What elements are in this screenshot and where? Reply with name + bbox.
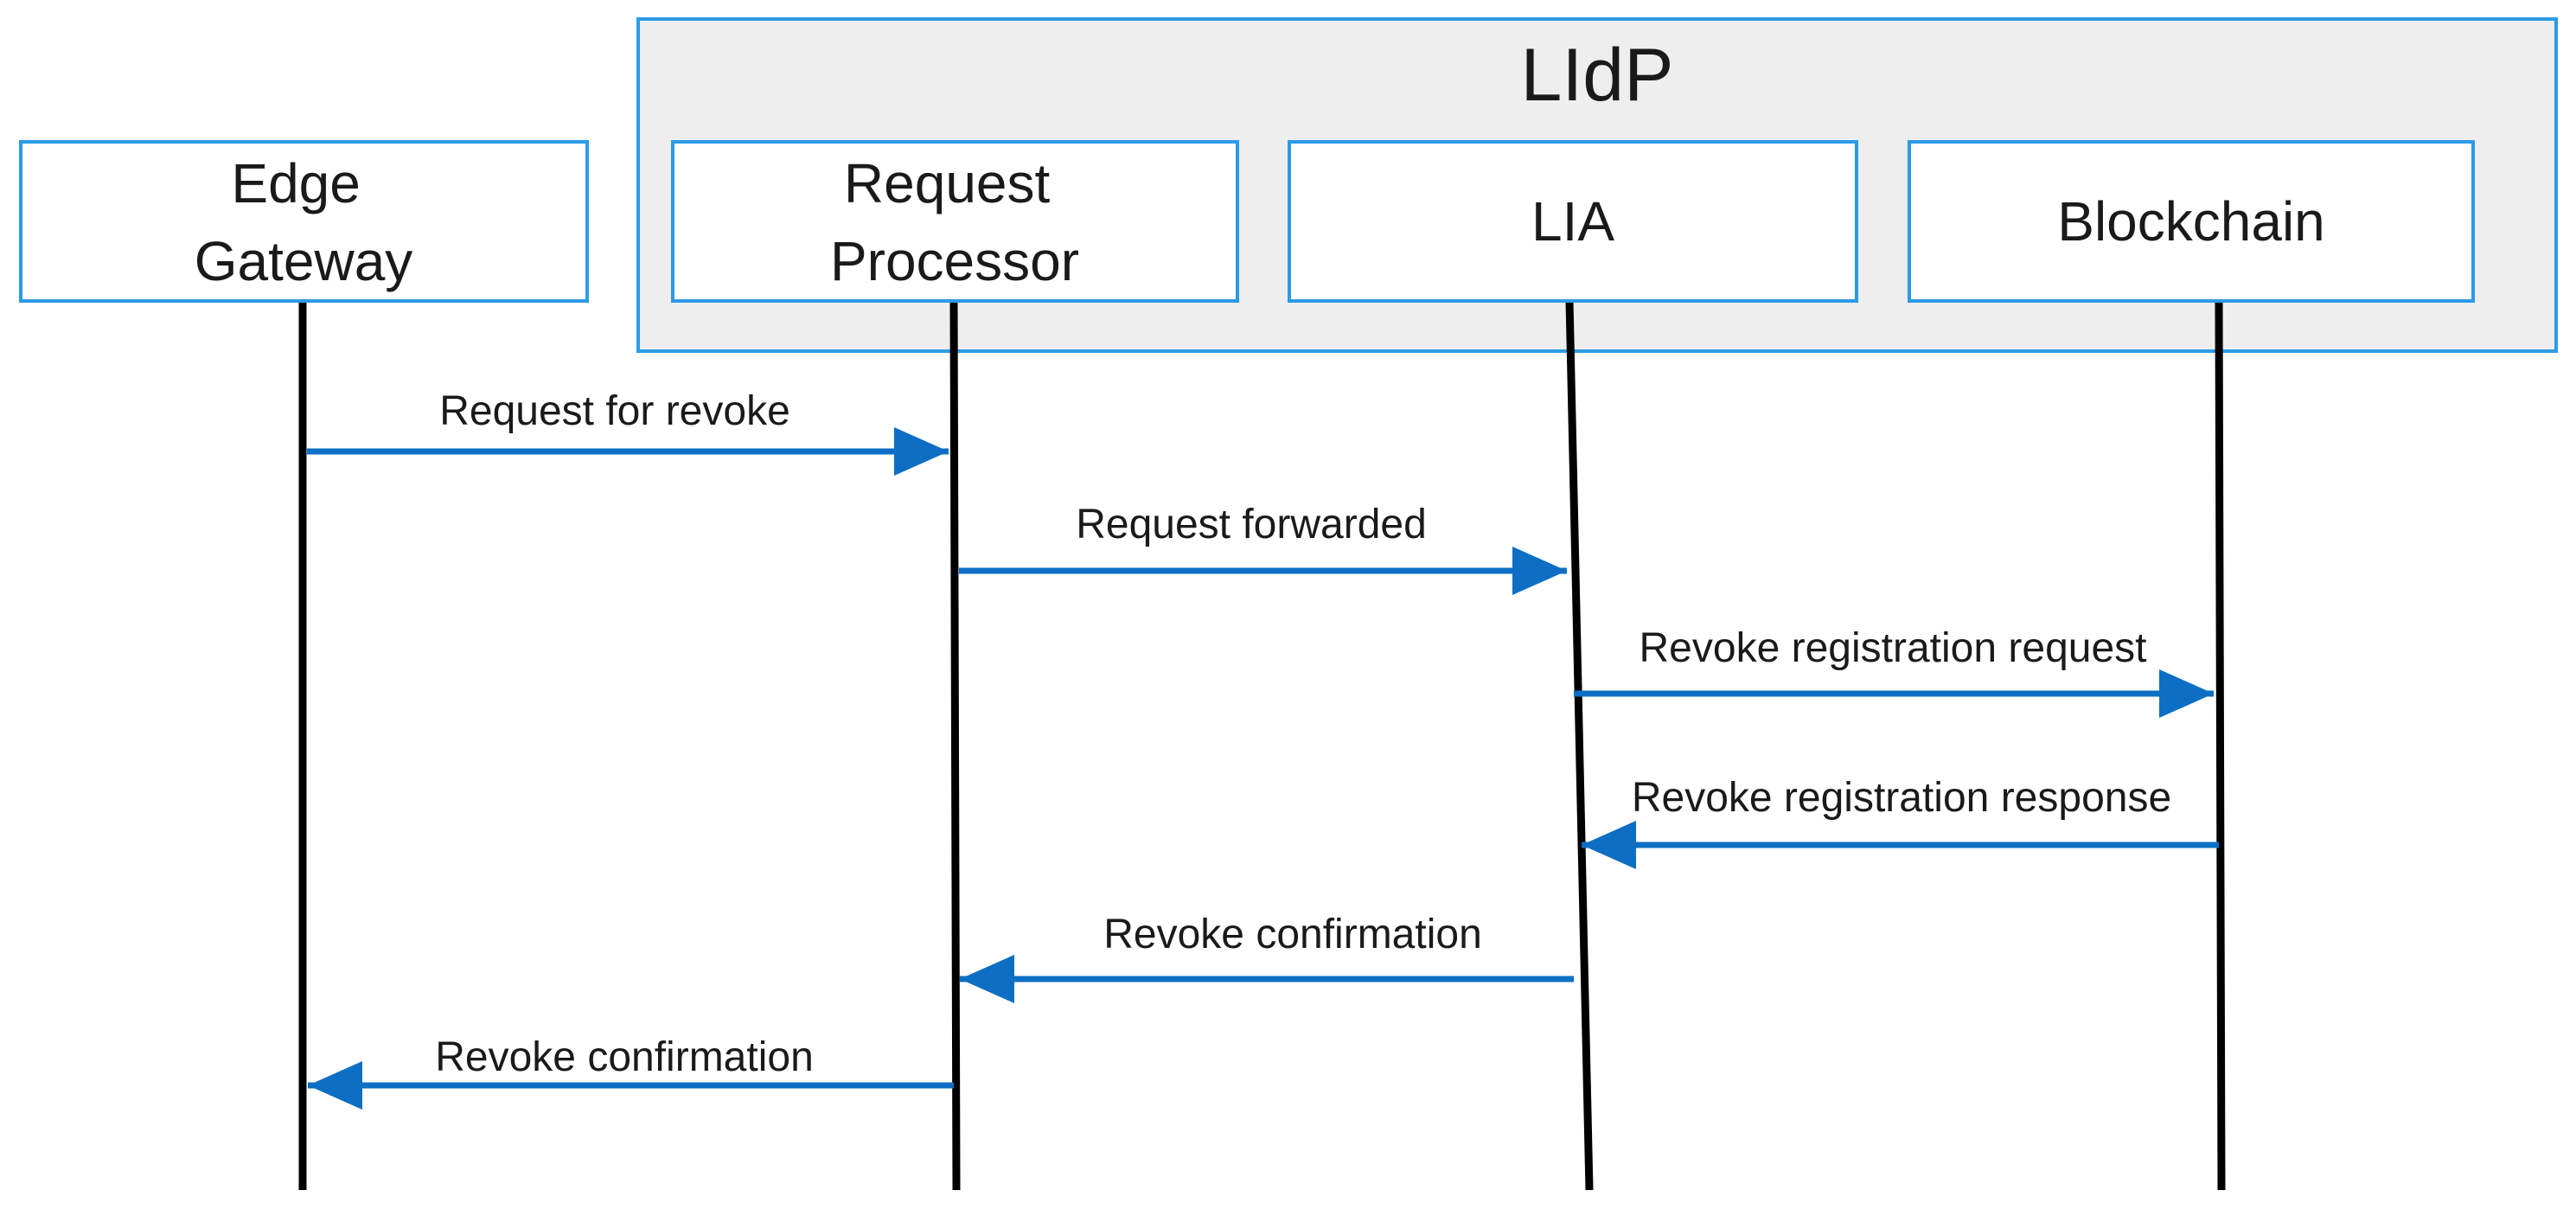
lidp-group-title: LIdP: [1521, 34, 1674, 117]
participant-lia: LIA: [1288, 140, 1858, 303]
participant-request-processor: Request Processor: [671, 140, 1239, 303]
participant-label: Edge Gateway: [195, 152, 413, 292]
participant-label-line: Gateway: [195, 230, 413, 292]
message-m5: Revoke confirmation: [960, 912, 1574, 1003]
message-m2: Request forwarded: [959, 502, 1567, 595]
message-m3: Revoke registration request: [1574, 625, 2214, 718]
lifeline-blockchain: [2215, 300, 2226, 1191]
lifeline-lia: [1565, 300, 1594, 1191]
lifeline-request-processor: [949, 300, 961, 1191]
participant-box: [671, 140, 1239, 303]
participant-label: LIA: [1531, 190, 1614, 253]
message-m4: Revoke registration response: [1582, 775, 2219, 869]
participant-blockchain: Blockchain: [1908, 140, 2475, 303]
message-label: Revoke confirmation: [435, 1034, 814, 1080]
message-label: Request forwarded: [1076, 502, 1427, 547]
message-m1: Request for revoke: [307, 388, 949, 476]
message-label: Request for revoke: [439, 388, 790, 434]
message-label: Revoke registration request: [1640, 625, 2147, 671]
message-label: Revoke registration response: [1632, 775, 2171, 821]
participant-label-line: Request: [844, 152, 1051, 214]
participant-label: Request Processor: [830, 152, 1079, 292]
participant-box: [1288, 140, 1858, 303]
participant-box: [19, 140, 589, 303]
message-m6: Revoke confirmation: [308, 1034, 954, 1110]
participant-edge-gateway: Edge Gateway: [19, 140, 589, 303]
participant-label-line: Processor: [830, 230, 1079, 292]
participant-label: Blockchain: [2057, 190, 2325, 253]
participant-label-line: Edge: [231, 152, 360, 214]
message-label: Revoke confirmation: [1103, 912, 1482, 957]
participant-box: [1908, 140, 2475, 303]
